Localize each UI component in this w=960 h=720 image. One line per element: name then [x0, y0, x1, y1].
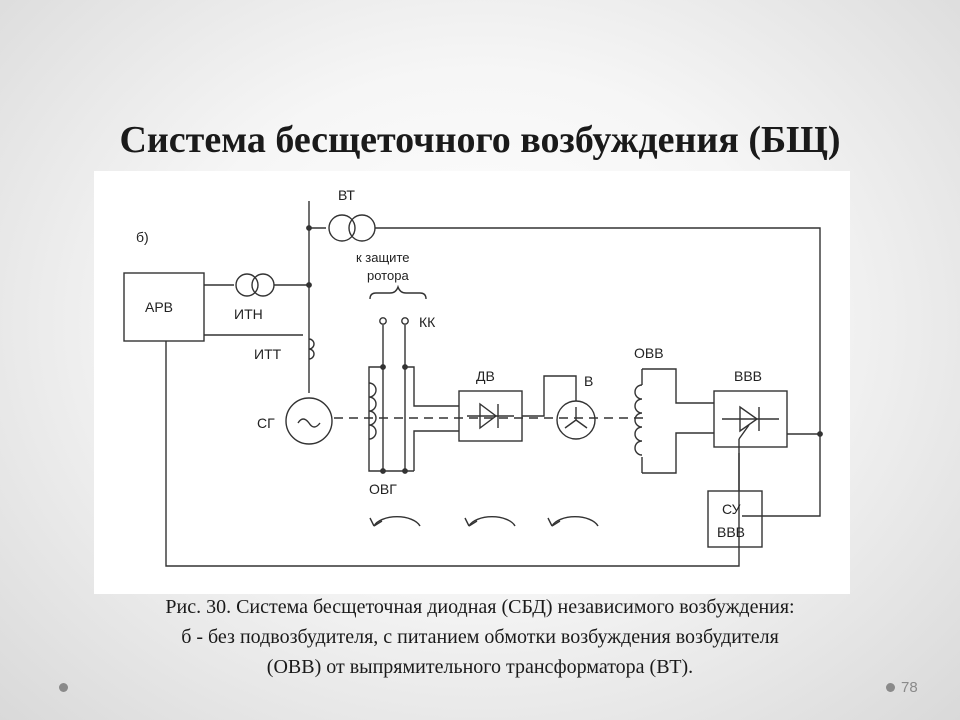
- label-v: В: [584, 373, 593, 389]
- itt-coil: [308, 338, 315, 360]
- page-number: 78: [901, 679, 918, 696]
- v-star-symbol: [564, 419, 577, 429]
- vvv-rectifier-block: [713, 390, 788, 448]
- ovg-winding: [368, 382, 377, 440]
- excitation-system-diagram: б) ВТ АРВ ИТН ИТТ СГ к: [94, 171, 850, 594]
- footer-dot-right: [886, 683, 895, 692]
- label-arv: АРВ: [145, 299, 173, 315]
- dv-to-v-line: [522, 375, 577, 417]
- ovg-frame-line: [368, 366, 414, 472]
- slide-title: Система бесщеточного возбуждения (БЩ): [119, 119, 841, 161]
- rotation-arrow: [551, 516, 599, 527]
- junction-dot: [380, 468, 386, 474]
- ovv-line: [642, 432, 714, 474]
- ovg-to-dv-line: [405, 366, 459, 407]
- caption-line-3: (ОВВ) от выпрямительного трансформатора …: [266, 656, 694, 678]
- label-ovg: ОВГ: [369, 481, 397, 497]
- vvv-gate-line: [738, 424, 750, 440]
- su-control-block: [707, 490, 763, 548]
- rotation-arrow-head: [464, 517, 478, 527]
- junction-dot: [402, 468, 408, 474]
- dv-diode-symbol: [479, 402, 498, 430]
- itn-transformer-coil: [235, 273, 259, 297]
- label-sg: СГ: [257, 415, 275, 431]
- rotation-arrow: [373, 516, 421, 527]
- label-variant: б): [136, 229, 149, 245]
- kk-terminal: [379, 317, 387, 325]
- ovv-winding: [634, 384, 643, 456]
- label-rotor-protection-1: к защите: [356, 250, 410, 265]
- rotation-arrow-head: [547, 517, 561, 527]
- sg-generator-symbol: [297, 418, 321, 428]
- caption-line-1: Рис. 30. Система бесщеточная диодная (СБ…: [165, 596, 795, 618]
- label-ovv: ОВВ: [634, 345, 664, 361]
- rotor-protection-brace: [369, 284, 427, 300]
- itn-transformer-coil: [251, 273, 275, 297]
- label-rotor-protection-2: ротора: [367, 268, 409, 283]
- diagram-svg: б) ВТ АРВ ИТН ИТТ СГ к: [123, 187, 823, 567]
- rotation-arrow-head: [369, 517, 383, 527]
- vt-transformer-coil: [348, 214, 376, 242]
- label-kk: КК: [419, 314, 436, 330]
- v-star-symbol: [575, 419, 588, 429]
- kk-terminal: [401, 317, 409, 325]
- label-itn: ИТН: [234, 306, 263, 322]
- label-dv: ДВ: [476, 368, 495, 384]
- rotation-arrow: [468, 516, 516, 527]
- label-vt: ВТ: [338, 187, 355, 203]
- label-vvv: ВВВ: [734, 368, 762, 384]
- sg-generator: [285, 397, 333, 445]
- figure-caption: Рис. 30. Система бесщеточная диодная (СБ…: [40, 592, 920, 682]
- footer-dot-left: [59, 683, 68, 692]
- vt-transformer-coil: [328, 214, 356, 242]
- junction-dot: [402, 364, 408, 370]
- arv-feedback-line: [165, 341, 740, 567]
- junction-dot: [380, 364, 386, 370]
- ovg-to-dv-line: [413, 430, 459, 471]
- vt-output-line: [375, 227, 821, 517]
- ovv-line: [642, 368, 714, 404]
- label-itt: ИТТ: [254, 346, 282, 362]
- label-su-1: СУ: [722, 501, 741, 517]
- caption-line-2: б - без подвозбудителя, с питанием обмот…: [181, 626, 779, 648]
- arv-block: [123, 272, 205, 342]
- label-su-2: ВВВ: [717, 524, 745, 540]
- v-exciter-armature: [556, 400, 596, 440]
